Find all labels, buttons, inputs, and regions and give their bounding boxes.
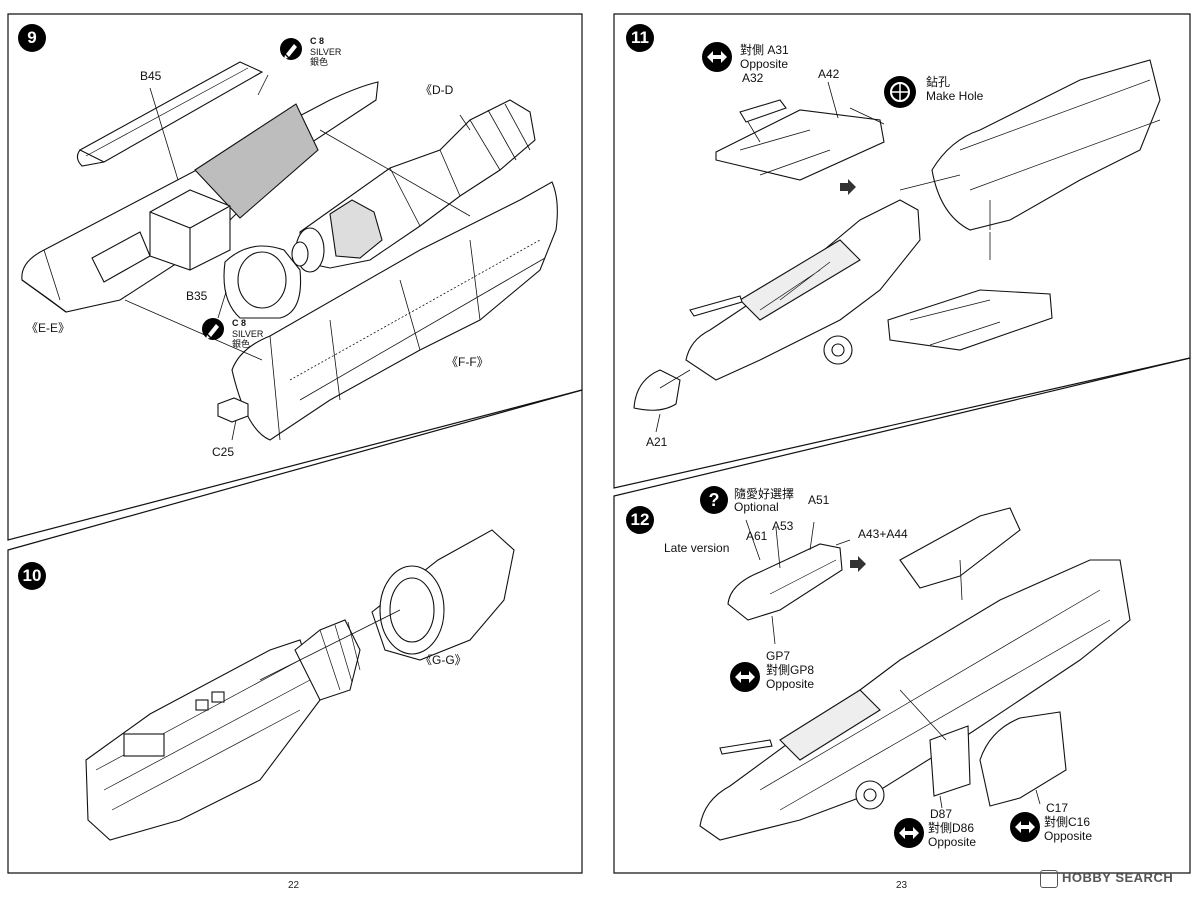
step9-guide-lines [124, 74, 471, 441]
opposite-arrows-icon [894, 818, 924, 848]
step10-fuselage [85, 529, 515, 841]
part-label-a61: A61 [746, 529, 768, 543]
step9-fuselage-parts [21, 61, 558, 441]
part-label-d87: D87 [930, 807, 953, 821]
part-label-a32: A32 [742, 71, 764, 85]
part-label-c17: C17 [1046, 801, 1069, 815]
step12-guide-lines [745, 519, 1041, 809]
opposite-d86-zh: 對側D86 [928, 821, 975, 835]
section-label-dd: 《D-D [420, 83, 454, 97]
opposite-arrows-icon [730, 662, 760, 692]
part-label-a43-a44: A43+A44 [858, 527, 908, 541]
page-number-left: 22 [288, 880, 300, 891]
section-label-gg: 《G-G》 [420, 653, 467, 667]
paint1-name-zh: 銀色 [310, 57, 329, 67]
part-label-gp7: GP7 [766, 649, 791, 663]
step12-arrow-mark [850, 556, 866, 572]
part-label-b45: B45 [140, 69, 162, 83]
optional-zh: 隨愛好選擇 [734, 487, 795, 501]
step9-number: 9 [18, 24, 46, 52]
opposite-a31-en: Opposite [740, 57, 789, 71]
paint1-code: C 8 [310, 36, 325, 46]
late-version-label: Late version [664, 541, 730, 555]
step10-number: 10 [18, 562, 46, 590]
step12-number: 12 [626, 506, 654, 534]
step12-panel-border [613, 357, 1191, 874]
opposite-a31-zh: 對側 A31 [740, 43, 789, 57]
section-label-ff: 《F-F》 [446, 355, 489, 369]
opposite-d86-en: Opposite [928, 835, 977, 849]
step12-parts [699, 507, 1131, 841]
watermark-text: HOBBY SEARCH [1062, 870, 1174, 885]
part-label-a53: A53 [772, 519, 794, 533]
paint2-name-zh: 銀色 [232, 339, 251, 349]
step11-parts [633, 59, 1161, 411]
question-mark-icon: ? [700, 486, 728, 514]
step11-arrow-mark [840, 179, 856, 195]
drill-hole-icon [884, 76, 916, 108]
hobby-search-logo-icon [1040, 870, 1058, 888]
opposite-arrows-icon [702, 42, 732, 72]
optional-en: Optional [734, 500, 779, 514]
part-label-c25: C25 [212, 445, 235, 459]
step10-panel-border [7, 389, 583, 874]
svg-text:?: ? [709, 490, 720, 510]
make-hole-en: Make Hole [926, 89, 984, 103]
opposite-gp8-en: Opposite [766, 677, 815, 691]
make-hole-zh: 鉆孔 [926, 75, 951, 89]
opposite-arrows-icon [1010, 812, 1040, 842]
opposite-c16-en: Opposite [1044, 829, 1093, 843]
paint-brush-icon [280, 38, 302, 60]
step11-guide-lines [655, 81, 991, 433]
paint2-name: SILVER [232, 329, 264, 339]
part-label-a21: A21 [646, 435, 668, 449]
page-number-right: 23 [896, 880, 908, 891]
part-label-b35: B35 [186, 289, 208, 303]
opposite-c16-zh: 對側C16 [1044, 815, 1091, 829]
paint-brush-icon [202, 318, 224, 340]
part-label-a51: A51 [808, 493, 830, 507]
paint2-code: C 8 [232, 318, 247, 328]
paint1-name: SILVER [310, 47, 342, 57]
opposite-gp8-zh: 對側GP8 [766, 663, 815, 677]
step11-number: 11 [626, 24, 654, 52]
section-label-ee: 《E-E》 [26, 321, 71, 335]
part-label-a42: A42 [818, 67, 840, 81]
